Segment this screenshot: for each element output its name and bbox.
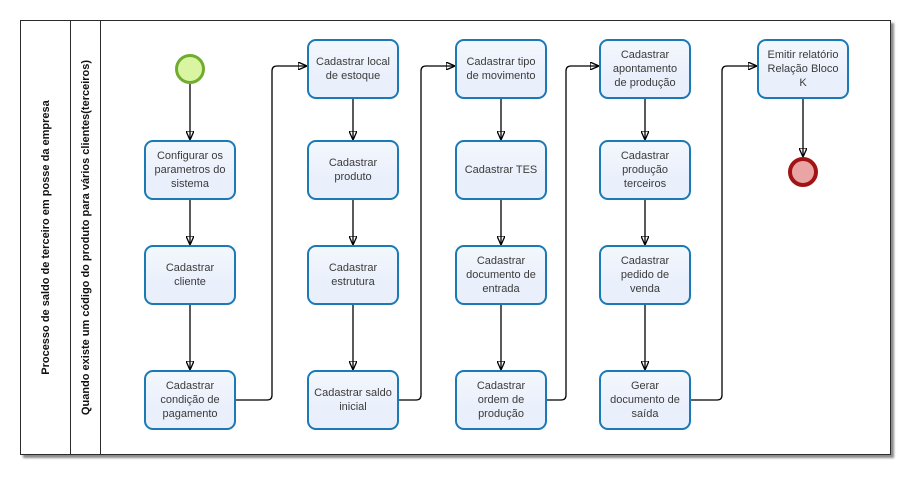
task-cadastrar-local-estoque[interactable]: Cadastrar local de estoque — [307, 39, 399, 99]
task-label: Cadastrar local de estoque — [316, 55, 390, 82]
task-label: Cadastrar apontamento de produção — [612, 48, 678, 90]
start-event[interactable] — [175, 54, 205, 84]
task-cadastrar-produto[interactable]: Cadastrar produto — [307, 140, 399, 200]
task-cadastrar-producao-terceiros[interactable]: Cadastrar produção terceiros — [599, 140, 691, 200]
task-label: Emitir relatório Relação Bloco K — [767, 48, 839, 90]
end-event[interactable] — [788, 157, 818, 187]
pool-name: Processo de saldo de terceiro em posse d… — [39, 100, 52, 375]
task-cadastrar-saldo-inicial[interactable]: Cadastrar saldo inicial — [307, 370, 399, 430]
task-label: Configurar os parametros do sistema — [154, 149, 226, 191]
task-label: Cadastrar produção terceiros — [620, 149, 670, 191]
task-label: Cadastrar pedido de venda — [620, 254, 670, 296]
task-gerar-documento-saida[interactable]: Gerar documento de saída — [599, 370, 691, 430]
task-label: Cadastrar documento de entrada — [466, 254, 536, 296]
task-label: Cadastrar cliente — [165, 261, 215, 288]
task-label: Cadastrar saldo inicial — [314, 386, 392, 413]
task-cadastrar-estrutura[interactable]: Cadastrar estrutura — [307, 245, 399, 305]
task-label: Cadastrar condição de pagamento — [160, 379, 220, 421]
task-label: Cadastrar TES — [464, 163, 538, 176]
lane-name-band: Quando existe um código do produto para … — [71, 21, 101, 454]
lane-name: Quando existe um código do produto para … — [79, 59, 92, 416]
task-cadastrar-tes[interactable]: Cadastrar TES — [455, 140, 547, 200]
task-emitir-relatorio-bloco-k[interactable]: Emitir relatório Relação Bloco K — [757, 39, 849, 99]
task-cadastrar-apontamento-producao[interactable]: Cadastrar apontamento de produção — [599, 39, 691, 99]
task-label: Cadastrar produto — [328, 156, 378, 183]
task-cadastrar-pedido-venda[interactable]: Cadastrar pedido de venda — [599, 245, 691, 305]
task-configurar-parametros-sistema[interactable]: Configurar os parametros do sistema — [144, 140, 236, 200]
task-cadastrar-documento-entrada[interactable]: Cadastrar documento de entrada — [455, 245, 547, 305]
task-cadastrar-cliente[interactable]: Cadastrar cliente — [144, 245, 236, 305]
task-label: Cadastrar estrutura — [328, 261, 378, 288]
task-label: Cadastrar tipo de movimento — [466, 55, 536, 82]
task-label: Gerar documento de saída — [610, 379, 680, 421]
task-label: Cadastrar ordem de produção — [476, 379, 526, 421]
task-cadastrar-tipo-movimento[interactable]: Cadastrar tipo de movimento — [455, 39, 547, 99]
task-cadastrar-ordem-producao[interactable]: Cadastrar ordem de produção — [455, 370, 547, 430]
pool-name-band: Processo de saldo de terceiro em posse d… — [21, 21, 71, 454]
task-cadastrar-condicao-pagamento[interactable]: Cadastrar condição de pagamento — [144, 370, 236, 430]
